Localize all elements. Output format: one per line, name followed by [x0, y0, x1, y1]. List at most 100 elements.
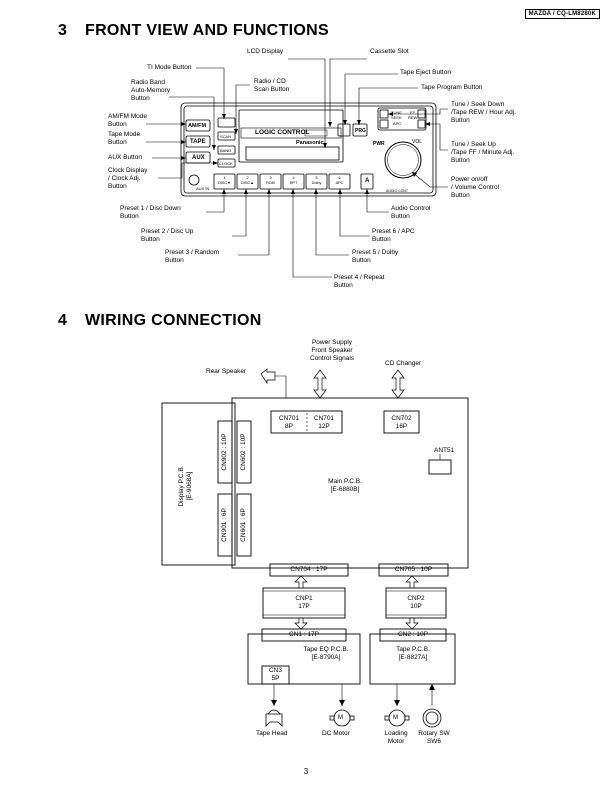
cnp2-box [385, 587, 447, 619]
faceplate-amfm: AM/FM [188, 123, 207, 129]
faceplate-logic-control: LOGIC CONTROL [255, 129, 310, 136]
label-tape-eq-pcb: Tape EQ P.C.B. [E-8790A] [303, 646, 349, 661]
amfm-key [185, 119, 211, 132]
label-cnp2: CNP2 10P [407, 595, 425, 610]
cn2-box [379, 628, 447, 642]
label-radio-cd-scan: Radio / CD Scan Button [254, 78, 290, 93]
power-arrow [313, 369, 327, 399]
label-power-supply: Power Supply Front Speaker Control Signa… [309, 339, 355, 362]
faceplate-outline [180, 102, 437, 197]
label-rotary-sw: Rotary SW SW6 [418, 730, 450, 745]
label-cn901: CN901 : 6P [221, 508, 228, 542]
label-dc-motor: DC Motor [322, 730, 350, 737]
label-tape-eject: Tape Eject Button [400, 69, 451, 76]
label-amfm-mode: AM/FM Mode Button [108, 113, 148, 128]
seek-rocker [377, 107, 427, 131]
page-number: 3 [303, 767, 309, 776]
label-preset-4: Preset 4 / Repeat Button [334, 274, 385, 289]
faceplate-aux: AUX [192, 155, 205, 161]
label-cassette-slot: Cassette Slot [370, 48, 409, 55]
faceplate-pwr: PWR [373, 141, 385, 147]
label-ant51: ANT51 [434, 447, 455, 454]
aux-in-jack [188, 174, 200, 186]
preset-4-key [282, 173, 305, 190]
faceplate-band: BAND [220, 148, 232, 153]
tape-pcb-box [369, 633, 456, 685]
label-loading-motor: Loading Motor [384, 730, 408, 745]
faceplate-preset-6: 6 APC [335, 176, 344, 185]
label-cn1: CN1 : 17P [289, 631, 319, 638]
lcd-display [245, 146, 340, 161]
label-display-pcb: Display P.C.B. [E-9068A] [178, 465, 193, 507]
label-tape-head: Tape Head [256, 730, 288, 737]
faceplate-vol: VOL [412, 139, 423, 145]
section-3-number: 3 [58, 22, 68, 39]
label-radio-band: Radio Band Auto-Memory Button [131, 79, 171, 102]
faceplate-audio-cont: AUDIO CONT [386, 189, 408, 193]
label-aux-button: AUX Button [108, 154, 142, 161]
label-cn2: CN2 : 10P [398, 631, 428, 638]
label-preset-6: Preset 6 / APC Button [372, 228, 415, 243]
label-cn602: CN602 : 10P [240, 433, 247, 471]
label-tune-seek-down: Tune / Seek Down /Tape REW / Hour Adj. B… [451, 101, 517, 124]
label-cn902: CN902 : 10P [221, 433, 228, 471]
label-preset-5: Preset 5 / Dolby Button [352, 249, 399, 264]
label-cn702: CN702 16P [391, 415, 412, 430]
cn1-box [261, 628, 347, 642]
display-pcb-box [161, 402, 236, 566]
label-lcd-display: LCD Display [247, 48, 284, 55]
faceplate-tape: TAPE [190, 139, 206, 145]
prg-key [352, 123, 368, 137]
section-3-heading: 3 FRONT VIEW AND FUNCTIONS [58, 22, 329, 40]
label-tape-program: Tape Program Button [421, 84, 483, 91]
rear-speaker-arrow [260, 368, 276, 385]
cn705-box [378, 563, 449, 577]
section-4-number: 4 [58, 312, 68, 329]
faceplate-scan: SCAN [220, 134, 232, 139]
label-tape-pcb: Tape P.C.B. [E-8827A] [396, 646, 430, 661]
faceplate-seek: SEEK [391, 115, 402, 120]
cn902-box [217, 420, 233, 484]
tape-eq-pcb-box [247, 633, 361, 685]
faceplate-rew: REW [408, 115, 418, 120]
faceplate-preset-2: 2 DISC▲ [241, 176, 254, 185]
cn704-box [269, 563, 349, 577]
model-header: MAZDA / CQ-LM8280K [524, 9, 600, 19]
label-cnp1: CNP1 17P [295, 595, 313, 610]
cn3-box [261, 665, 290, 685]
label-cn3: CN3 5P [268, 667, 282, 682]
ant51-box [428, 459, 452, 475]
cn901-box [217, 493, 233, 557]
label-preset-2: Preset 2 / Disc Up Button [141, 228, 194, 243]
label-cn704: CN704 : 17P [290, 566, 328, 573]
scan-key [217, 131, 236, 141]
tape-head-symbol [265, 713, 283, 727]
label-rear-speaker: Rear Speaker [206, 368, 247, 375]
label-clock-display: Clock Display / Clock Adj. Button [108, 167, 148, 190]
rotary-sw-symbol [422, 708, 442, 728]
label-preset-1: Preset 1 / Disc Down Button [120, 205, 181, 220]
cn601-box [236, 493, 252, 557]
cnp1-box [262, 587, 346, 619]
preset-6-key [328, 173, 351, 190]
faceplate-prg: PRG [355, 128, 366, 134]
label-tape-mode: Tape Mode Button [108, 131, 141, 146]
tape-key [185, 135, 211, 148]
preset-3-key [259, 173, 282, 190]
faceplate-preset-3: 3 RDM [266, 176, 275, 185]
faceplate-a-key: A [365, 178, 370, 184]
label-main-pcb: Main P.C.B. [E-6880B] [328, 478, 362, 493]
label-cn601: CN601 : 6P [240, 508, 247, 542]
band-key [217, 145, 236, 155]
cn701-box [270, 410, 343, 434]
section-3-title: FRONT VIEW AND FUNCTIONS [85, 22, 329, 39]
faceplate-preset-1: 1 DISC▼ [218, 176, 231, 185]
faceplate-clock: CLOCK [219, 161, 233, 166]
preset-2-key [236, 173, 259, 190]
cn702-box [383, 410, 420, 434]
faceplate-preset-5: 5 Dolby [311, 176, 322, 185]
faceplate-tune: TUNE [391, 110, 402, 115]
